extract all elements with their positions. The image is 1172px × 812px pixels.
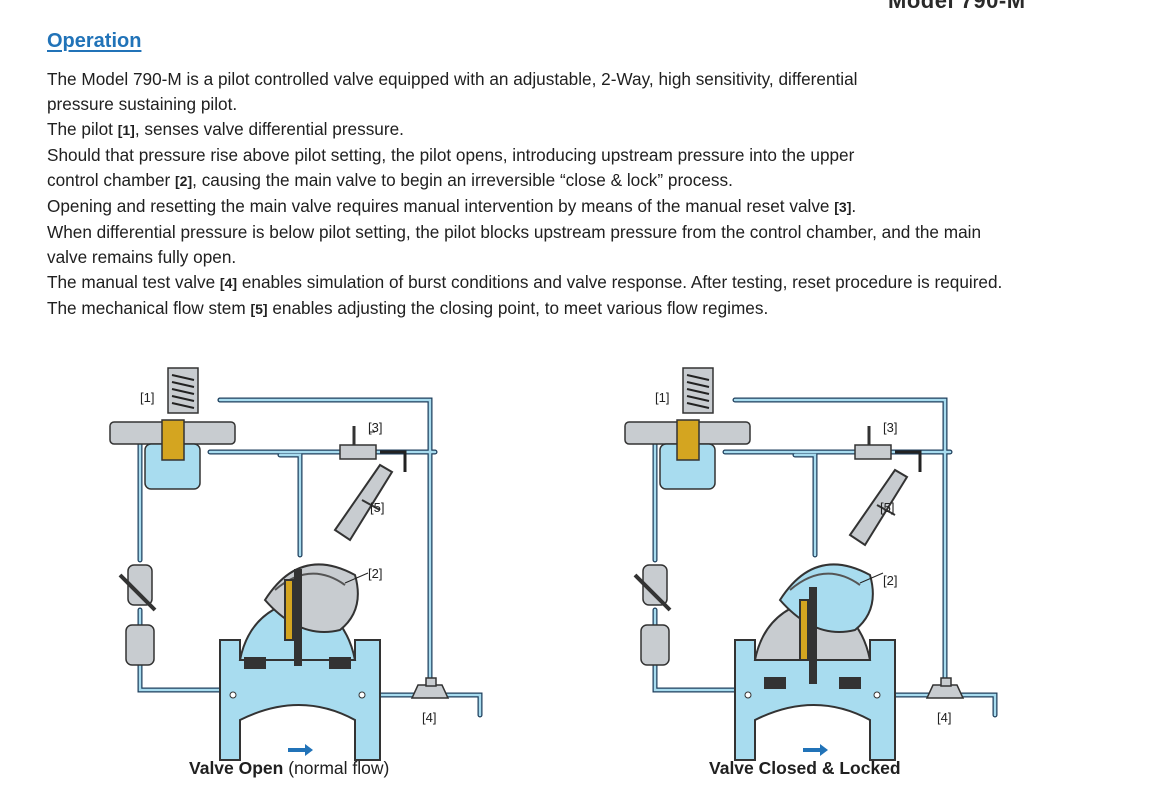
test-valve (925, 677, 965, 699)
operation-description: The Model 790-M is a pilot controlled va… (47, 67, 1147, 322)
ref-label: [4] (219, 275, 238, 291)
ref-label: [5] (250, 301, 268, 317)
valve-open-diagram: [1] [3] [5] [2] [4] (109, 367, 483, 761)
label-4: [4] (422, 710, 436, 725)
model-title: Model 790-M (888, 0, 1026, 13)
ref-label: [3] (834, 199, 852, 215)
label-1: [1] (140, 390, 154, 405)
main-valve (219, 563, 381, 761)
strainer (633, 564, 672, 666)
section-title: Operation (47, 30, 142, 52)
text-line: The pilot [1], senses valve differential… (47, 119, 404, 139)
text-line: The mechanical flow stem [5] enables adj… (47, 298, 769, 318)
label-3: [3] (883, 420, 897, 435)
flow-arrow-icon (288, 744, 313, 756)
label-5: [5] (370, 500, 384, 515)
strainer (118, 564, 157, 666)
caption-valve-closed: Valve Closed & Locked (709, 758, 901, 778)
label-5: [5] (880, 500, 894, 515)
text-line: pressure sustaining pilot. (47, 94, 238, 114)
caption-valve-open: Valve Open (normal flow) (189, 758, 390, 778)
text-line: Should that pressure rise above pilot se… (47, 145, 855, 165)
main-valve (734, 563, 896, 761)
flow-arrow-icon (803, 744, 828, 756)
ref-label: [1] (117, 122, 135, 138)
reset-valve (339, 426, 407, 472)
valve-closed-diagram: [1] [3] [5] [2] [4] (624, 367, 998, 761)
label-3: [3] (368, 420, 382, 435)
test-valve (410, 677, 450, 699)
label-2: [2] (368, 566, 382, 581)
text-line: When differential pressure is below pilo… (47, 222, 982, 242)
flow-stem (333, 463, 394, 542)
ref-label: [2] (175, 173, 193, 189)
text-line: valve remains fully open. (47, 247, 237, 267)
label-4: [4] (937, 710, 951, 725)
text-line: Opening and resetting the main valve req… (47, 196, 857, 216)
flow-stem (848, 468, 909, 547)
label-2: [2] (883, 573, 897, 588)
label-1: [1] (655, 390, 669, 405)
text-line: The manual test valve [4] enables simula… (47, 272, 1003, 292)
pilot-valve (109, 367, 236, 490)
text-line: The Model 790-M is a pilot controlled va… (47, 69, 858, 89)
reset-valve (854, 426, 922, 472)
text-line: control chamber [2], causing the main va… (47, 170, 733, 190)
pilot-valve (624, 367, 751, 490)
